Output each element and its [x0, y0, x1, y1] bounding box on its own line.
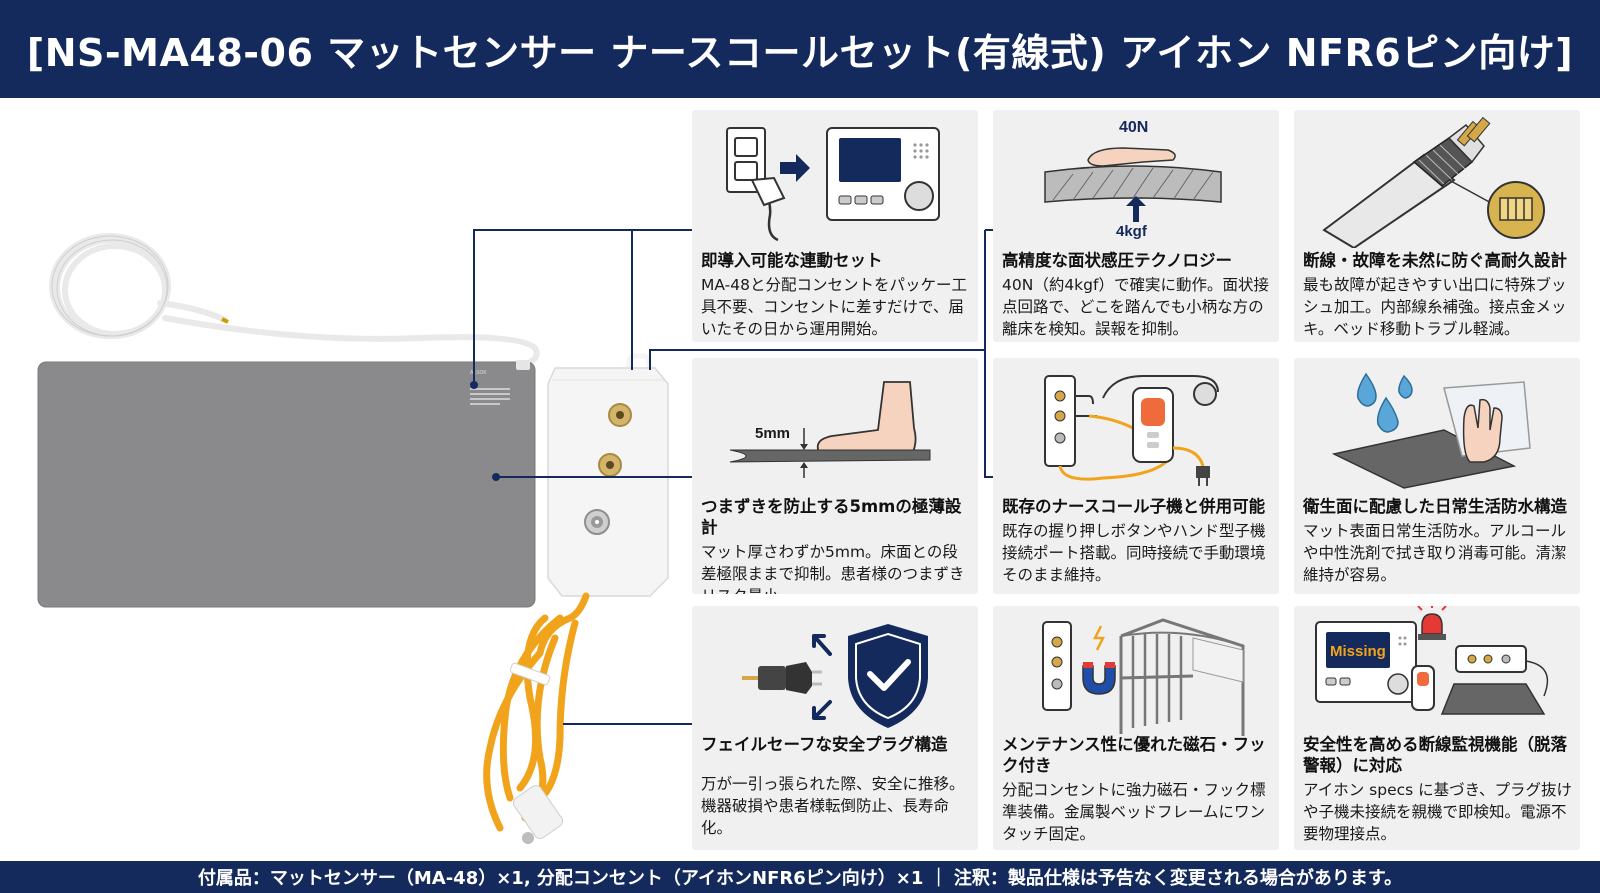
feature-title: 即導入可能な連動セット: [701, 251, 883, 270]
mat-label: ALSOK: [470, 370, 487, 376]
feature-card-5: 既存のナースコール子機と併用可能 既存の握り押しボタンやハンド型子機接続ポート搭…: [993, 358, 1279, 594]
plug-into-intercom-icon: [726, 127, 940, 242]
handset-connection-icon: [1044, 375, 1219, 486]
disconnect-alarm-icon: Missing: [1315, 606, 1549, 715]
footer-bar: 付属品：マットセンサー（MA-48）×1, 分配コンセント（アイホンNFR6ピン…: [0, 861, 1600, 893]
feature-card-9: Missing 安全性を高める断線監視機能（脱落警報）に対応 アイホン spec…: [1294, 606, 1580, 850]
waterproof-wipe-icon: [1331, 372, 1531, 489]
feature-card-2: 40N 4kgf 高精度な面状感圧テクノロジー 40N（約4kgf）で確実に動作…: [993, 110, 1279, 342]
feature-title: 断線・故障を未然に防ぐ高耐久設計: [1303, 251, 1567, 270]
feature-body: 最も故障が起きやすい出口に特殊ブッシュ加工。内部線糸補強。接点金メッキ。ベッド移…: [1303, 276, 1567, 338]
hand-pressure-sensor-icon: 40N 4kgf: [1044, 119, 1222, 240]
feature-title: メンテナンス性に優れた磁石・フック付き: [1002, 735, 1266, 775]
feature-card-4: 5mm つまずきを防止する5mmの極薄設計 マット厚さわずか5mm。床面との段差…: [692, 358, 978, 594]
feature-card-8: メンテナンス性に優れた磁石・フック付き 分配コンセントに強力磁石・フック標準装備…: [993, 606, 1279, 850]
feature-title: フェイルセーフな安全プラグ構造: [701, 735, 948, 754]
magnet-bed-frame-icon: [1042, 618, 1245, 736]
feature-card-6: 衛生面に配慮した日常生活防水構造 マット表面日常生活防水。アルコールや中性洗剤で…: [1294, 358, 1580, 594]
feature-body: 40N（約4kgf）で確実に動作。面状接点回路で、どこを踏んでも小柄な方の離床を…: [1002, 276, 1269, 338]
reinforced-cable-icon: [1322, 116, 1545, 248]
feature-body: 万が一引っ張られた際、安全に推移。機器破損や患者様転倒防止、長寿命化。: [701, 775, 965, 837]
failsafe-plug-shield-icon: [742, 624, 928, 728]
sensor-mat: [38, 362, 535, 607]
foot-thin-mat-icon: 5mm: [729, 381, 931, 478]
product-image: ALSOK: [37, 233, 669, 844]
mat-cable-coil: [49, 233, 540, 369]
feature-card-3: 断線・故障を未然に防ぐ高耐久設計 最も故障が起きやすい出口に特殊ブッシュ加工。内…: [1294, 110, 1580, 342]
force-label-40n: 40N: [1119, 119, 1148, 136]
feature-body: マット表面日常生活防水。アルコールや中性洗剤で拭き取り消毒可能。清潔維持が容易。: [1303, 522, 1567, 584]
feature-card-1: 即導入可能な連動セット MA-48と分配コンセントをパッケー工具不要、コンセント…: [692, 110, 978, 342]
header-bar: [NS-MA48-06 マットセンサー ナースコールセット(有線式) アイホン …: [0, 0, 1600, 98]
feature-body: アイホン specs に基づき、プラグ抜けや子機未接続を親機で即検知。電源不要物…: [1303, 781, 1573, 843]
page-title: [NS-MA48-06 マットセンサー ナースコールセット(有線式) アイホン …: [26, 30, 1574, 75]
alarm-screen-text: Missing: [1330, 643, 1386, 660]
cable-connector: [512, 785, 564, 844]
feature-title: 高精度な面状感圧テクノロジー: [1002, 251, 1233, 270]
feature-card-7: フェイルセーフな安全プラグ構造 万が一引っ張られた際、安全に推移。機器破損や患者…: [692, 606, 978, 850]
feature-title: 衛生面に配慮した日常生活防水構造: [1303, 497, 1567, 516]
feature-title: つまずきを防止する5mmの極薄設計: [701, 497, 962, 537]
force-label-4kgf: 4kgf: [1116, 223, 1148, 240]
feature-title: 安全性を高める断線監視機能（脱落警報）に対応: [1303, 735, 1567, 775]
feature-body: 既存の握り押しボタンやハンド型子機接続ポート搭載。同時接続で手動環境そのまま維持…: [1002, 522, 1266, 584]
feature-body: MA-48と分配コンセントをパッケー工具不要、コンセントに差すだけで、届いたその…: [701, 276, 967, 338]
feature-body: 分配コンセントに強力磁石・フック標準装備。金属製ベッドフレームにワンタッチ固定。: [1002, 781, 1266, 843]
footer-note: 付属品：マットセンサー（MA-48）×1, 分配コンセント（アイホンNFR6ピン…: [197, 868, 1403, 889]
feature-body: マット厚さわずか5mm。床面との段差極限ままで抑制。患者様のつまずきリスク最小。: [701, 543, 965, 594]
distribution-outlet: [547, 353, 669, 597]
feature-title: 既存のナースコール子機と併用可能: [1002, 497, 1266, 516]
thickness-label: 5mm: [755, 425, 790, 442]
